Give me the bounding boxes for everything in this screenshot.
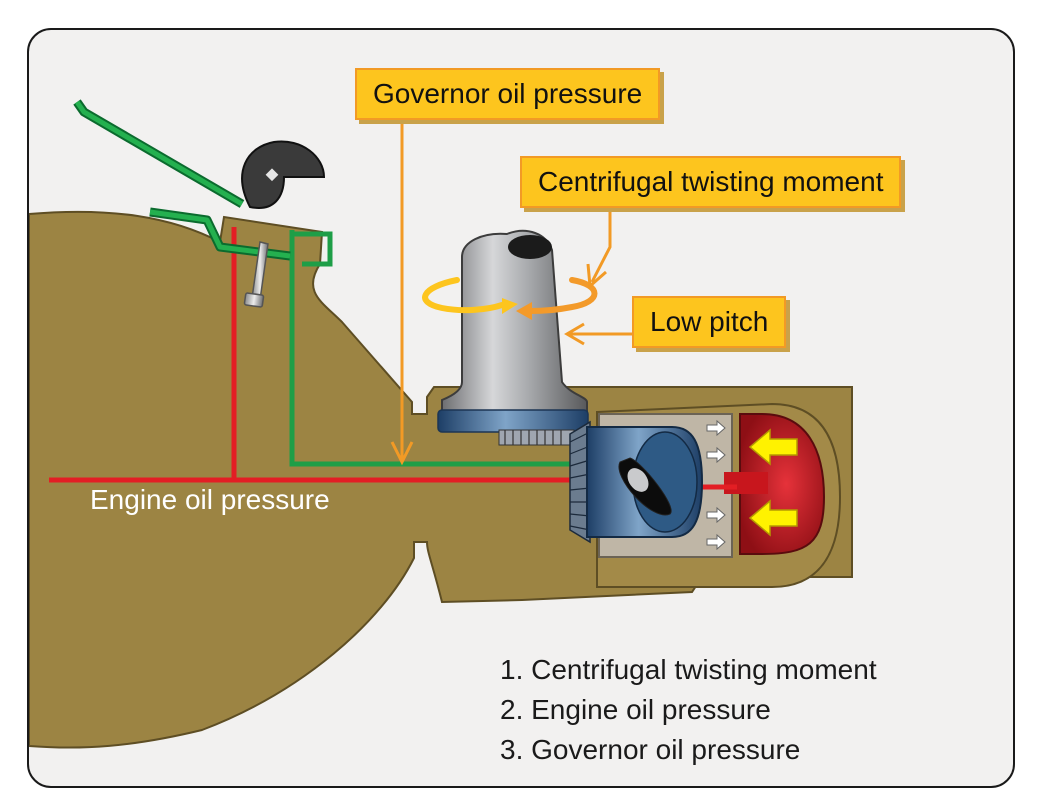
twist-arrow-back-icon	[422, 277, 505, 314]
legend-item: 3. Governor oil pressure	[500, 734, 801, 765]
flyweight	[241, 140, 326, 209]
callout-low-pitch-text: Low pitch	[650, 306, 769, 337]
piston-force-arrow-bottom-icon	[748, 499, 798, 537]
legend: 1. Centrifugal twisting moment 2. Engine…	[500, 650, 877, 770]
callout-centrifugal-twisting-moment-text: Centrifugal twisting moment	[538, 166, 884, 197]
callout-centrifugal-twisting-moment: Centrifugal twisting moment	[520, 156, 902, 208]
legend-item: 2. Engine oil pressure	[500, 694, 771, 725]
piston-force-arrow-top-icon	[748, 428, 798, 466]
blade-base	[437, 409, 589, 433]
oil-flow-arrow-icon	[706, 419, 726, 437]
callout-low-pitch: Low pitch	[632, 296, 787, 348]
callout-governor-oil-pressure-text: Governor oil pressure	[373, 78, 643, 109]
oil-flow-arrow-icon	[706, 506, 726, 524]
leader-centrifugal-twisting-moment	[590, 199, 612, 283]
governor-oil-line	[289, 230, 592, 467]
oil-flow-arrow-icon	[706, 446, 726, 464]
oil-flow-arrow-icon	[706, 533, 726, 551]
callout-governor-oil-pressure: Governor oil pressure	[355, 68, 661, 120]
piston-rod	[724, 472, 768, 494]
legend-item: 1. Centrifugal twisting moment	[500, 654, 877, 685]
engine-oil-pressure-label: Engine oil pressure	[90, 484, 330, 515]
propeller-pitch-diagram	[29, 99, 853, 749]
propeller-blade	[441, 229, 588, 413]
diagram-frame	[27, 28, 1015, 788]
engine-oil-line	[49, 227, 737, 490]
